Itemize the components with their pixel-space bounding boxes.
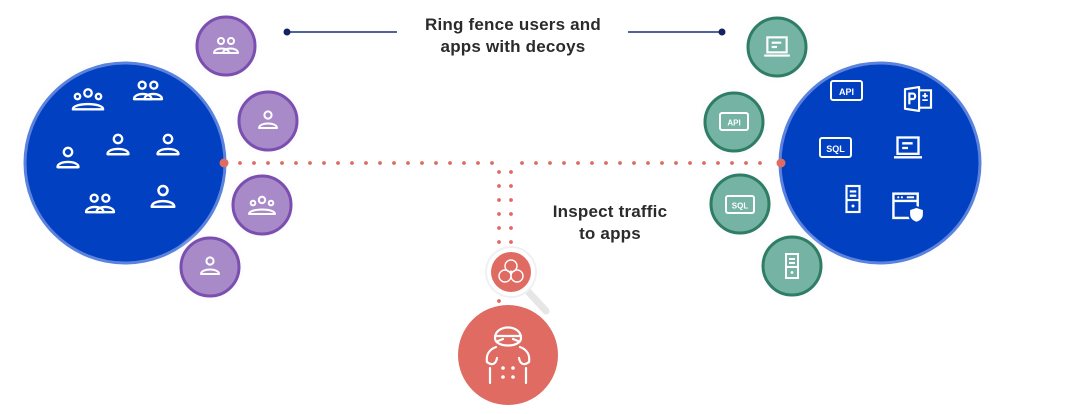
traffic-dot xyxy=(280,161,284,165)
traffic-dot xyxy=(336,161,340,165)
app-decoy xyxy=(739,9,815,85)
traffic-dot xyxy=(238,161,242,165)
traffic-dot xyxy=(730,161,734,165)
apps-hub-connection-point xyxy=(776,158,786,168)
traffic-dot xyxy=(420,161,424,165)
sql-icon: SQL xyxy=(819,137,852,158)
app-decoy: API xyxy=(696,84,772,160)
traffic-dot xyxy=(497,212,501,216)
traffic-dot xyxy=(490,161,494,165)
users-hub-connection-point xyxy=(219,158,229,168)
ring-fence-label-line2: apps with decoys xyxy=(440,37,586,56)
users-hub xyxy=(13,51,237,275)
traffic-dot xyxy=(497,184,501,188)
user-decoy xyxy=(188,8,264,84)
traffic-dot xyxy=(688,161,692,165)
traffic-dot xyxy=(350,161,354,165)
traffic-dot xyxy=(497,240,501,244)
traffic-dot xyxy=(497,226,501,230)
traffic-dot xyxy=(604,161,608,165)
traffic-dot xyxy=(702,161,706,165)
inspect-traffic-label-line2: to apps xyxy=(579,224,641,243)
apps-hub: API SQL xyxy=(768,51,992,275)
traffic-dot xyxy=(266,161,270,165)
svg-text:SQL: SQL xyxy=(732,202,749,211)
svg-text:API: API xyxy=(839,87,854,97)
traffic-dot xyxy=(509,184,513,188)
traffic-dot xyxy=(509,212,513,216)
user-decoy xyxy=(224,167,300,243)
traffic-path xyxy=(219,158,786,303)
traffic-dot xyxy=(406,161,410,165)
ring-fence-label-line1: Ring fence users and xyxy=(425,15,601,34)
ring-fence-connector-right xyxy=(628,28,726,36)
traffic-dot xyxy=(758,161,762,165)
user-decoy xyxy=(172,229,248,305)
traffic-dot xyxy=(509,170,513,174)
ring-fence-connector-left xyxy=(283,28,397,36)
traffic-dot xyxy=(462,161,466,165)
traffic-dot xyxy=(576,161,580,165)
inspect-traffic-label: Inspect traffic to apps xyxy=(530,201,690,245)
traffic-dot xyxy=(660,161,664,165)
inspect-traffic-label-line1: Inspect traffic xyxy=(552,202,668,221)
traffic-dot xyxy=(434,161,438,165)
hooded-attacker-icon xyxy=(458,305,558,405)
traffic-dot xyxy=(509,226,513,230)
svg-text:API: API xyxy=(727,119,740,128)
traffic-dot xyxy=(562,161,566,165)
app-decoy xyxy=(754,228,830,304)
traffic-dot xyxy=(509,240,513,244)
traffic-dot xyxy=(476,161,480,165)
traffic-dot xyxy=(448,161,452,165)
traffic-dot xyxy=(497,299,501,303)
user-decoy xyxy=(230,83,306,159)
traffic-dot xyxy=(308,161,312,165)
traffic-dot xyxy=(534,161,538,165)
traffic-dot xyxy=(252,161,256,165)
traffic-dot xyxy=(548,161,552,165)
app-decoy: SQL xyxy=(702,166,778,242)
traffic-dot xyxy=(509,198,513,202)
user-decoys xyxy=(172,8,306,305)
traffic-dot xyxy=(497,198,501,202)
traffic-dot xyxy=(744,161,748,165)
traffic-dot xyxy=(590,161,594,165)
biohazard-magnifier-icon xyxy=(485,246,550,315)
api-icon: API xyxy=(719,112,749,131)
traffic-dot xyxy=(674,161,678,165)
app-decoys: API SQL xyxy=(696,9,830,304)
traffic-dot xyxy=(646,161,650,165)
ring-fence-label: Ring fence users and apps with decoys xyxy=(398,14,628,58)
traffic-dot xyxy=(497,170,501,174)
traffic-dot xyxy=(716,161,720,165)
svg-text:SQL: SQL xyxy=(826,144,845,154)
traffic-dot xyxy=(618,161,622,165)
traffic-dot xyxy=(322,161,326,165)
sql-icon: SQL xyxy=(725,195,755,214)
traffic-dot xyxy=(378,161,382,165)
traffic-dot xyxy=(632,161,636,165)
traffic-dot xyxy=(294,161,298,165)
traffic-dot xyxy=(520,161,524,165)
traffic-dot xyxy=(392,161,396,165)
api-icon: API xyxy=(830,80,863,101)
traffic-dot xyxy=(364,161,368,165)
